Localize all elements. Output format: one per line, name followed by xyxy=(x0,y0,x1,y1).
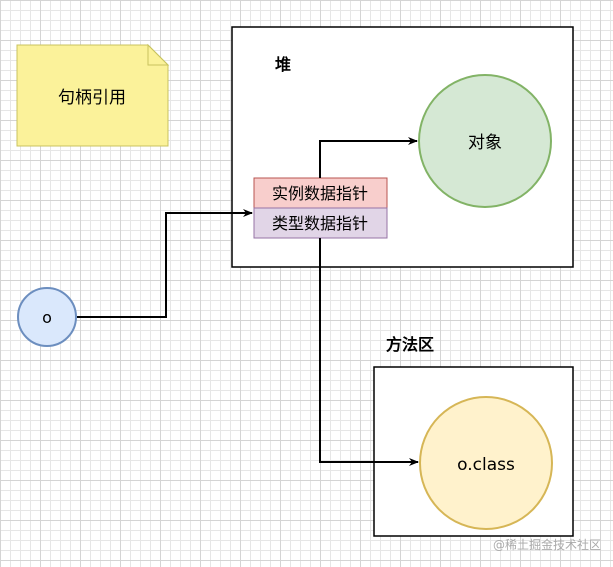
class-object-label: o.class xyxy=(457,455,515,475)
object-label: 对象 xyxy=(468,133,502,153)
note-fold xyxy=(147,43,170,66)
type-data-pointer: 类型数据指针 xyxy=(253,207,388,239)
method-area-title: 方法区 xyxy=(386,335,434,354)
edge-instance-pointer-to-object xyxy=(319,137,418,178)
instance-data-pointer: 实例数据指针 xyxy=(253,177,388,209)
edge-type-pointer-to-class xyxy=(319,238,419,466)
class-object-circle xyxy=(419,396,553,530)
object-circle xyxy=(418,74,552,208)
type-pointer-label: 类型数据指针 xyxy=(272,214,368,233)
instance-pointer-box xyxy=(253,177,388,209)
handle-reference-note: 句柄引用 xyxy=(16,43,170,147)
note-body xyxy=(16,44,169,147)
watermark: @稀土掘金技术社区 xyxy=(492,538,601,552)
instance-pointer-label: 实例数据指针 xyxy=(272,184,368,203)
object-node: 对象 xyxy=(418,74,552,208)
heap-title: 堆 xyxy=(275,55,291,74)
reference-label: o xyxy=(42,308,52,327)
reference-node: o xyxy=(17,287,77,347)
note-label: 句柄引用 xyxy=(58,88,126,108)
class-object-node: o.class xyxy=(419,396,553,530)
reference-circle xyxy=(17,287,77,347)
edge-reference-to-handle xyxy=(77,209,253,318)
